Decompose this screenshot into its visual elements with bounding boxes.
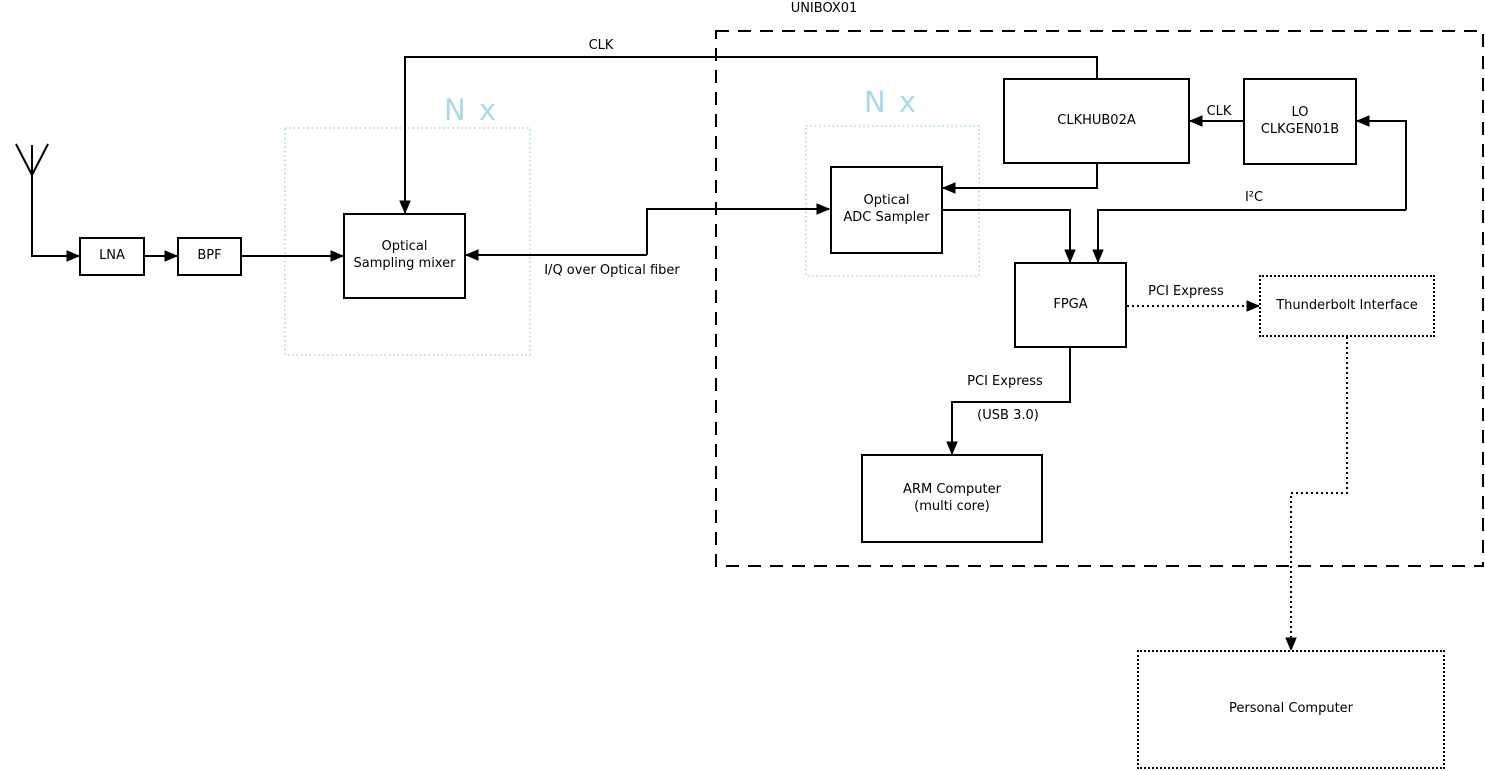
- nx-group-adc: [805, 125, 980, 277]
- personal-computer-label: Personal Computer: [1228, 701, 1354, 717]
- iq-line-to-adc: [646, 203, 831, 255]
- usb3-label: (USB 3.0): [977, 408, 1039, 423]
- clk-to-mixer-line: [399, 56, 1098, 215]
- pcie-thunderbolt-label: PCI Express: [1148, 284, 1224, 299]
- clkhub02a-block: CLKHUB02A: [1003, 78, 1190, 164]
- antenna-icon: [15, 143, 49, 257]
- clkhub-to-adc-line: [941, 164, 1098, 194]
- clk-top-label: CLK: [588, 38, 614, 53]
- nx-label-adc: N x: [863, 85, 919, 119]
- adc-to-fpga-line: [943, 209, 1076, 264]
- i2c-line-to-fpga: [1092, 209, 1406, 264]
- thunderbolt-interface-block: Thunderbolt Interface: [1259, 275, 1435, 337]
- unibox01-title: UNIBOX01: [790, 1, 858, 16]
- personal-computer-block: Personal Computer: [1137, 650, 1445, 769]
- optical-adc-sampler-label: Optical ADC Sampler: [843, 193, 930, 225]
- lna-block: LNA: [79, 237, 145, 276]
- thunderbolt-to-pc-line: [1285, 337, 1348, 652]
- lna-label: LNA: [99, 248, 125, 264]
- pcie-arm-label: PCI Express: [967, 374, 1043, 389]
- clk-lo-label: CLK: [1206, 104, 1232, 119]
- bpf-label: BPF: [197, 248, 222, 264]
- lo-clkgen01b-block: LO CLKGEN01B: [1243, 78, 1357, 165]
- arm-computer-block: ARM Computer (multi core): [861, 454, 1043, 543]
- i2c-line-to-lo: [1355, 115, 1407, 210]
- nx-label-mixer: N x: [443, 93, 499, 127]
- fpga-block: FPGA: [1014, 262, 1127, 348]
- clkhub02a-label: CLKHUB02A: [1057, 112, 1136, 128]
- i2c-label: I²C: [1244, 190, 1264, 205]
- nx-group-mixer: [284, 127, 531, 356]
- arm-computer-label: ARM Computer (multi core): [903, 481, 1001, 514]
- iq-fiber-label: I/Q over Optical fiber: [544, 263, 680, 278]
- unibox01-boundary: [715, 30, 1484, 567]
- fpga-label: FPGA: [1053, 296, 1088, 312]
- bpf-block: BPF: [177, 237, 242, 276]
- optical-sampling-mixer-block: Optical Sampling mixer: [343, 213, 466, 299]
- optical-adc-sampler-block: Optical ADC Sampler: [830, 166, 943, 254]
- optical-sampling-mixer-label: Optical Sampling mixer: [353, 239, 456, 271]
- fpga-to-arm-line: [946, 348, 1071, 456]
- lo-clkgen01b-label: LO CLKGEN01B: [1260, 104, 1340, 137]
- thunderbolt-interface-label: Thunderbolt Interface: [1276, 297, 1418, 313]
